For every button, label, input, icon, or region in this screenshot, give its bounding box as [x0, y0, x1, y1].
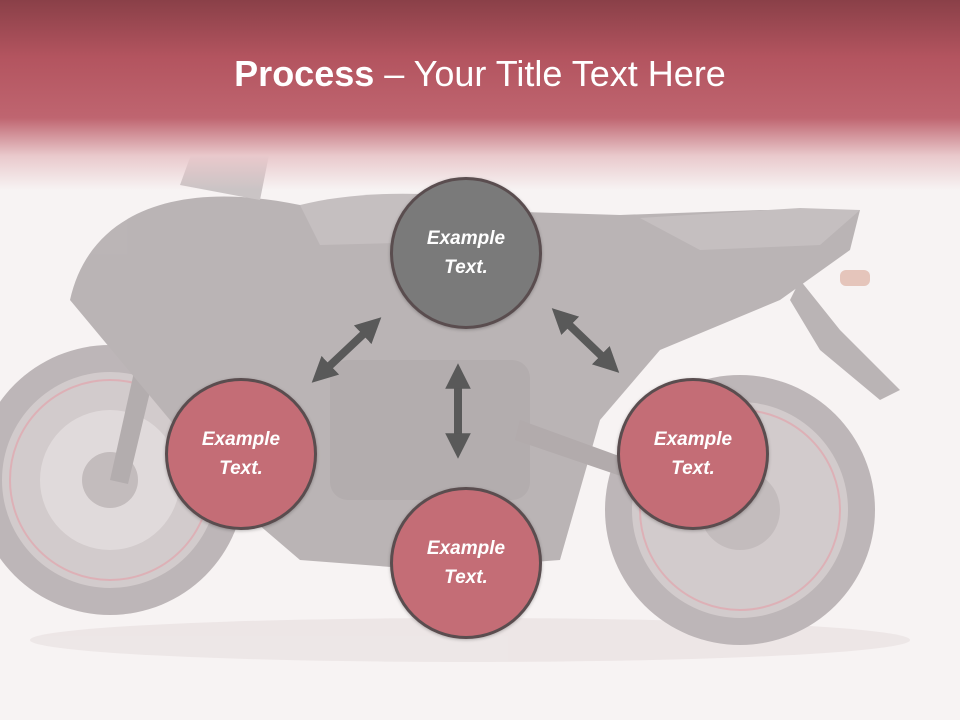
node-top-line1: Example [426, 228, 506, 249]
slide-title: Process – Your Title Text Here [0, 52, 960, 96]
title-bold-text: Process [234, 53, 375, 94]
arrow-top-left [311, 317, 382, 383]
process-node-bottom: Example Text. [390, 487, 542, 639]
process-node-top: Example Text. [390, 177, 542, 329]
node-bottom-line2: Text. [444, 567, 488, 588]
node-left-line2: Text. [219, 458, 263, 479]
node-top-line2: Text. [444, 257, 488, 278]
node-left-line1: Example [201, 429, 281, 450]
process-node-right: Example Text. [617, 378, 769, 530]
node-right-line1: Example [653, 429, 733, 450]
process-node-left: Example Text. [165, 378, 317, 530]
arrow-top-right [551, 308, 620, 373]
header-band [0, 0, 960, 190]
node-bottom-line1: Example [426, 538, 506, 559]
title-rest-text: – Your Title Text Here [374, 53, 726, 94]
node-right-line2: Text. [671, 458, 715, 479]
